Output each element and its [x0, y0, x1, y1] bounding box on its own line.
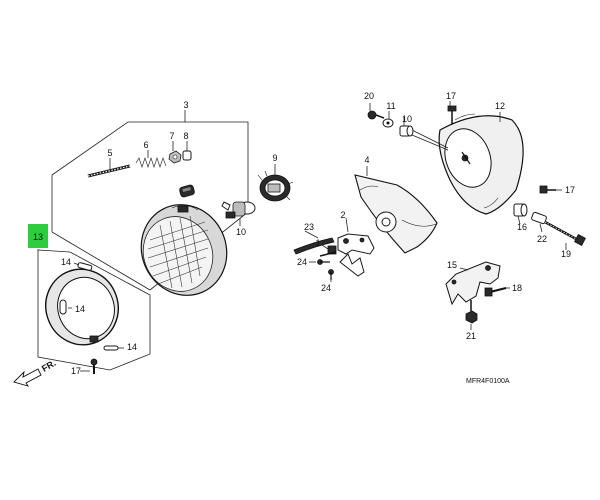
- screw-17-right-part[interactable]: [539, 185, 562, 194]
- washer-11-part[interactable]: [382, 111, 394, 128]
- callout-6: 6: [143, 140, 148, 150]
- callout-11: 11: [386, 101, 395, 111]
- nut-21-part[interactable]: [465, 300, 478, 330]
- callout-14-bottom: 14: [127, 342, 137, 352]
- headlight-lens-part[interactable]: [126, 191, 241, 310]
- rubber-cap-part[interactable]: [179, 184, 195, 198]
- rim-clip-part[interactable]: [68, 262, 124, 351]
- front-direction-arrow: FR.: [13, 358, 58, 387]
- headlight-rim-part[interactable]: [35, 259, 129, 355]
- callout-4: 4: [364, 155, 369, 165]
- bracket-15-part[interactable]: [445, 261, 501, 306]
- callout-15: 15: [447, 260, 457, 270]
- collar-22-part[interactable]: [531, 211, 547, 233]
- callout-5: 5: [107, 148, 112, 158]
- grommet-part[interactable]: [182, 141, 192, 161]
- headlight-rim-outline: [37, 249, 151, 371]
- bolt-18-part[interactable]: [484, 287, 510, 297]
- callout-17-left: 17: [71, 366, 81, 376]
- collar-part[interactable]: [399, 117, 414, 137]
- bolt-19-part[interactable]: [544, 220, 586, 250]
- callout-2: 2: [340, 210, 345, 220]
- callout-22: 22: [537, 234, 547, 244]
- callout-13-highlight[interactable]: 13: [28, 224, 48, 248]
- callout-14-mid: 14: [75, 304, 85, 314]
- callout-7: 7: [169, 131, 174, 141]
- spring-part[interactable]: [135, 150, 167, 168]
- dust-cover-part[interactable]: [257, 164, 294, 202]
- screw-24-part[interactable]: [309, 259, 334, 283]
- headlight-housing-part[interactable]: [437, 112, 524, 215]
- collar-16-part[interactable]: [513, 203, 528, 225]
- housing-leaders: [411, 129, 449, 151]
- headlight-stay-part[interactable]: [337, 217, 375, 277]
- bolt-20-part[interactable]: [367, 103, 385, 120]
- callout-23: 23: [304, 222, 314, 232]
- callout-12: 12: [495, 101, 505, 111]
- callout-10: 10: [236, 227, 246, 237]
- callout-24-bottom: 24: [321, 283, 331, 293]
- callout-20: 20: [364, 91, 374, 101]
- callout-3: 3: [183, 100, 188, 110]
- callout-9: 9: [272, 153, 277, 163]
- adjusting-screw-part[interactable]: [87, 158, 131, 178]
- callout-18: 18: [512, 283, 522, 293]
- callout-17-top: 17: [446, 91, 456, 101]
- screw-17-top-part[interactable]: [447, 101, 457, 124]
- wire-band-part[interactable]: [293, 230, 335, 255]
- callout-10-right: 10: [402, 114, 412, 124]
- nut-part[interactable]: [168, 141, 182, 164]
- headlight-bulb-part[interactable]: [221, 201, 256, 226]
- callout-8: 8: [183, 131, 188, 141]
- headlight-case-part[interactable]: [354, 166, 438, 254]
- callout-16: 16: [517, 222, 527, 232]
- callout-19: 19: [561, 249, 571, 259]
- callout-17-right: 17: [565, 185, 575, 195]
- callout-13: 13: [33, 232, 43, 242]
- stay-bolt-part[interactable]: [319, 244, 337, 257]
- callout-24-left: 24: [297, 257, 307, 267]
- callout-14-top: 14: [61, 257, 71, 267]
- callout-1: 1: [315, 238, 320, 248]
- drawing-code: MFR4F0100A: [466, 378, 510, 385]
- callout-21: 21: [466, 331, 476, 341]
- rim-screw-part[interactable]: [80, 358, 98, 374]
